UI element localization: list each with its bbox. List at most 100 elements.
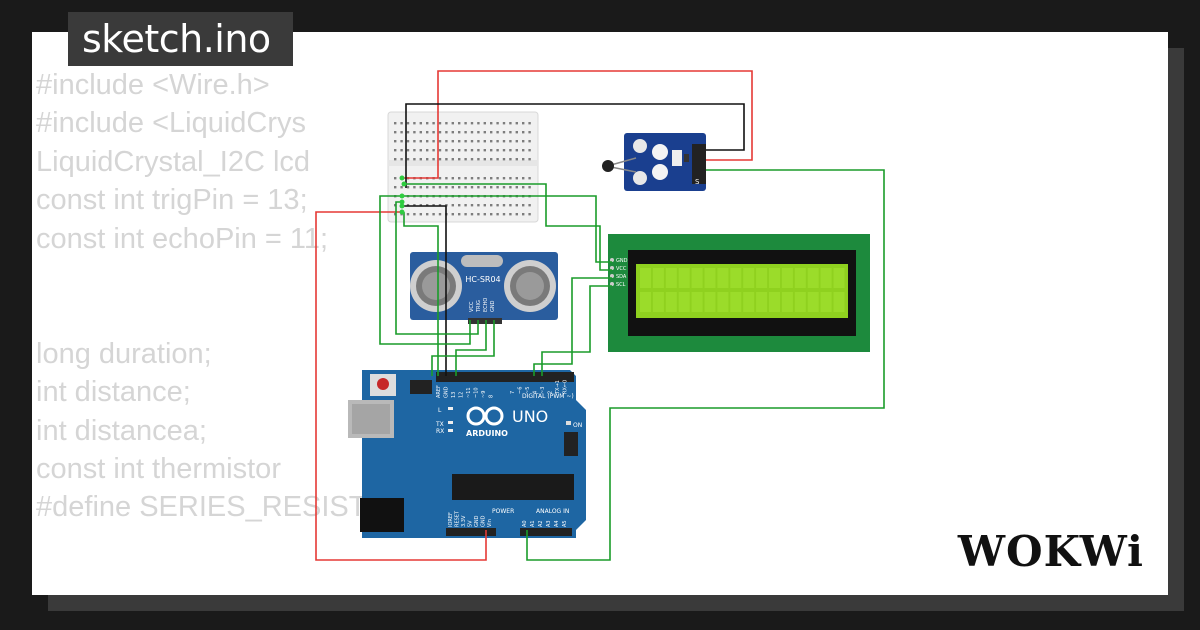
- breadboard-hole: [483, 149, 486, 152]
- wire-green-sr04-echo[interactable]: [455, 320, 487, 376]
- breadboard-hole: [515, 140, 518, 143]
- breadboard-hole: [502, 122, 506, 125]
- breadboard-hole: [522, 149, 525, 152]
- breadboard-hole: [432, 213, 435, 216]
- breadboard-hole: [515, 122, 518, 125]
- lcd-display[interactable]: GND VCC SDA SCL: [608, 234, 870, 352]
- wires[interactable]: [315, 70, 885, 561]
- arduino-pin-label: RX←0: [563, 380, 569, 394]
- breadboard-hole: [477, 186, 480, 189]
- breadboard-hole: [477, 149, 480, 152]
- breadboard-hole: [509, 204, 512, 207]
- wire-green-aux[interactable]: [403, 212, 439, 376]
- breadboard-hole: [406, 213, 410, 216]
- breadboard-hole: [464, 186, 467, 189]
- wire-green-lcd-vcc[interactable]: [404, 183, 612, 271]
- arduino-on-label: ON: [573, 422, 582, 429]
- breadboard-hole: [490, 213, 493, 216]
- breadboard-hole: [419, 131, 422, 134]
- thermistor-icon: [602, 160, 614, 172]
- breadboard-hole: [522, 122, 525, 125]
- breadboard-hole: [509, 213, 512, 216]
- breadboard-hole: [445, 186, 448, 189]
- breadboard-hole: [413, 149, 416, 152]
- breadboard-hole: [515, 204, 518, 207]
- breadboard-hole: [528, 131, 531, 134]
- breadboard-hole: [426, 122, 429, 125]
- breadboard-hole: [464, 149, 467, 152]
- arduino-rx-label: RX: [436, 428, 444, 435]
- thermistor-pin-label: S: [695, 178, 700, 186]
- breadboard-hole: [477, 213, 480, 216]
- wokwi-logo[interactable]: WOKWi: [957, 527, 1144, 576]
- breadboard-hole: [528, 122, 531, 125]
- breadboard-hole: [496, 213, 499, 216]
- breadboard-hole: [426, 158, 429, 161]
- wire-endpoints: [399, 175, 407, 215]
- breadboard-hole: [490, 131, 493, 134]
- arduino-pin-label: 4: [533, 391, 539, 394]
- breadboard-hole: [451, 186, 454, 189]
- arduino-pin-label: 5V: [468, 520, 474, 527]
- breadboard-hole: [451, 149, 454, 152]
- breadboard-hole: [394, 122, 397, 125]
- sketch-title[interactable]: sketch.ino: [68, 12, 293, 66]
- wire-green-lcd-sda[interactable]: [533, 277, 612, 376]
- breadboard-hole: [509, 158, 512, 161]
- breadboard-hole: [515, 186, 518, 189]
- code-line: const int thermistor: [36, 452, 281, 485]
- breadboard-hole: [406, 122, 410, 125]
- breadboard-hole: [496, 204, 499, 207]
- breadboard-hole: [502, 186, 506, 189]
- lcd-cell: [717, 268, 729, 288]
- arduino-pin-label: GND: [481, 515, 487, 527]
- arduino-pin-label: ~5: [525, 387, 531, 394]
- breadboard-hole: [470, 122, 474, 125]
- breadboard-hole: [496, 177, 499, 180]
- breadboard-hole: [483, 213, 486, 216]
- breadboard-hole: [496, 131, 499, 134]
- breadboard-hole: [528, 186, 531, 189]
- wire-red-thermistor[interactable]: [402, 70, 753, 179]
- breadboard-hole: [477, 177, 480, 180]
- breadboard-hole: [515, 177, 518, 180]
- breadboard-hole: [419, 122, 422, 125]
- breadboard-hole: [477, 158, 480, 161]
- breadboard[interactable]: [387, 111, 539, 223]
- breadboard-hole: [426, 140, 429, 143]
- code-line: const int echoPin = 11;: [36, 222, 329, 255]
- arduino-pin-label: 2: [548, 391, 554, 394]
- thermistor-module[interactable]: S: [602, 133, 706, 191]
- arduino-pin-label: ~3: [540, 387, 546, 394]
- breadboard-hole: [464, 140, 467, 143]
- breadboard-hole: [445, 177, 448, 180]
- arduino-pin-label: A2: [538, 520, 544, 527]
- code-line: int distance;: [36, 376, 191, 409]
- breadboard-hole: [528, 204, 531, 207]
- wire-black-gnd[interactable]: [402, 205, 447, 376]
- ultrasonic-sensor[interactable]: HC-SR04 VCC TRIG ECHO GND: [410, 252, 558, 324]
- lcd-cell: [756, 292, 768, 312]
- wire-red-5v[interactable]: [315, 211, 487, 561]
- wire-green-sr04-trig[interactable]: [395, 201, 479, 335]
- arduino-pin-label: AREF: [436, 385, 442, 398]
- breadboard-hole: [400, 158, 403, 161]
- lcd-cell: [730, 292, 742, 312]
- breadboard-hole: [502, 213, 506, 216]
- arduino-uno-board[interactable]: UNO ARDUINO DIGITAL (PWM ~) ON L TX RX P…: [348, 370, 586, 538]
- wire-green-sr04-vcc[interactable]: [379, 195, 471, 345]
- wire-green-sr04-gnd[interactable]: [431, 320, 495, 376]
- arduino-pin-label: A0: [522, 520, 528, 527]
- wire-green-thermistor-signal[interactable]: [526, 169, 885, 561]
- breadboard-hole: [438, 213, 442, 216]
- breadboard-hole: [528, 140, 531, 143]
- breadboard-hole: [490, 204, 493, 207]
- wire-green-lcd-gnd[interactable]: [402, 195, 612, 263]
- wire-black-thermistor[interactable]: [405, 103, 745, 188]
- wire-green-lcd-scl[interactable]: [541, 285, 612, 376]
- breadboard-hole: [490, 149, 493, 152]
- lcd-cell: [756, 268, 768, 288]
- reset-button[interactable]: [377, 378, 389, 390]
